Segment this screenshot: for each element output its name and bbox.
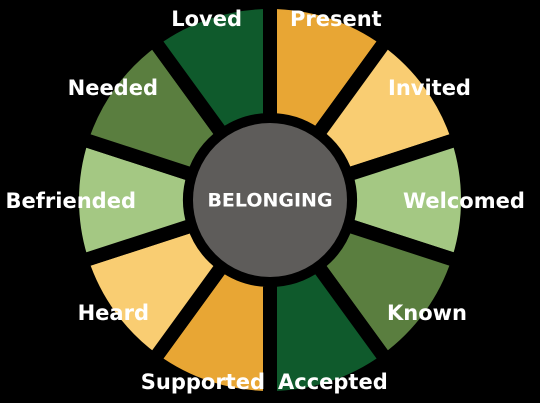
segment-label-loved: Loved [171,7,242,31]
segment-label-present: Present [290,7,382,31]
center-hub [187,117,353,283]
segment-label-known: Known [387,301,467,325]
segment-label-supported: Supported [141,370,265,394]
segment-label-accepted: Accepted [278,370,388,394]
segment-label-befriended: Befriended [6,189,136,213]
segment-label-heard: Heard [78,301,149,325]
segment-label-invited: Invited [388,76,471,100]
center-label: BELONGING [207,190,332,212]
segment-label-needed: Needed [68,76,158,100]
segment-label-welcomed: Welcomed [403,189,525,213]
